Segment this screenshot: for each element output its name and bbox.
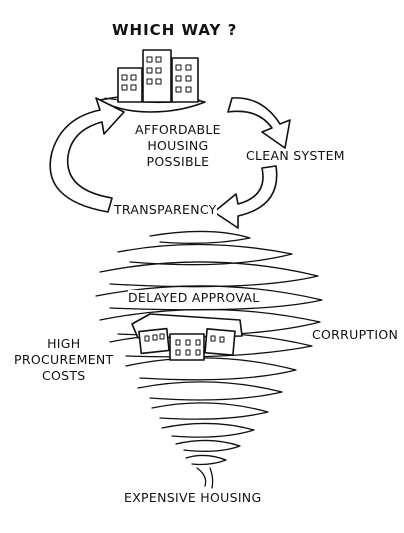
transparency-label: TRANSPARENCY <box>114 202 217 218</box>
cycle-arrow-clean-system <box>227 97 291 149</box>
diagram-title: WHICH WAY ? <box>112 21 238 39</box>
cycle-arrow-left <box>49 97 125 213</box>
corruption-label: CORRUPTION <box>312 327 399 342</box>
affordable-housing-buildings <box>99 49 206 113</box>
delayed-approval-label: DELAYED APPROVAL <box>128 290 260 306</box>
expensive-housing-building <box>131 313 243 361</box>
clean-system-label: CLEAN SYSTEM <box>246 148 345 163</box>
cycle-arrow-transparency <box>213 165 278 229</box>
expensive-housing-label: EXPENSIVE HOUSING <box>124 490 262 505</box>
procurement-costs-label: HIGH PROCUREMENT COSTS <box>14 336 114 383</box>
corruption-tornado <box>95 230 323 489</box>
affordable-housing-label: AFFORDABLE HOUSING POSSIBLE <box>135 122 221 169</box>
